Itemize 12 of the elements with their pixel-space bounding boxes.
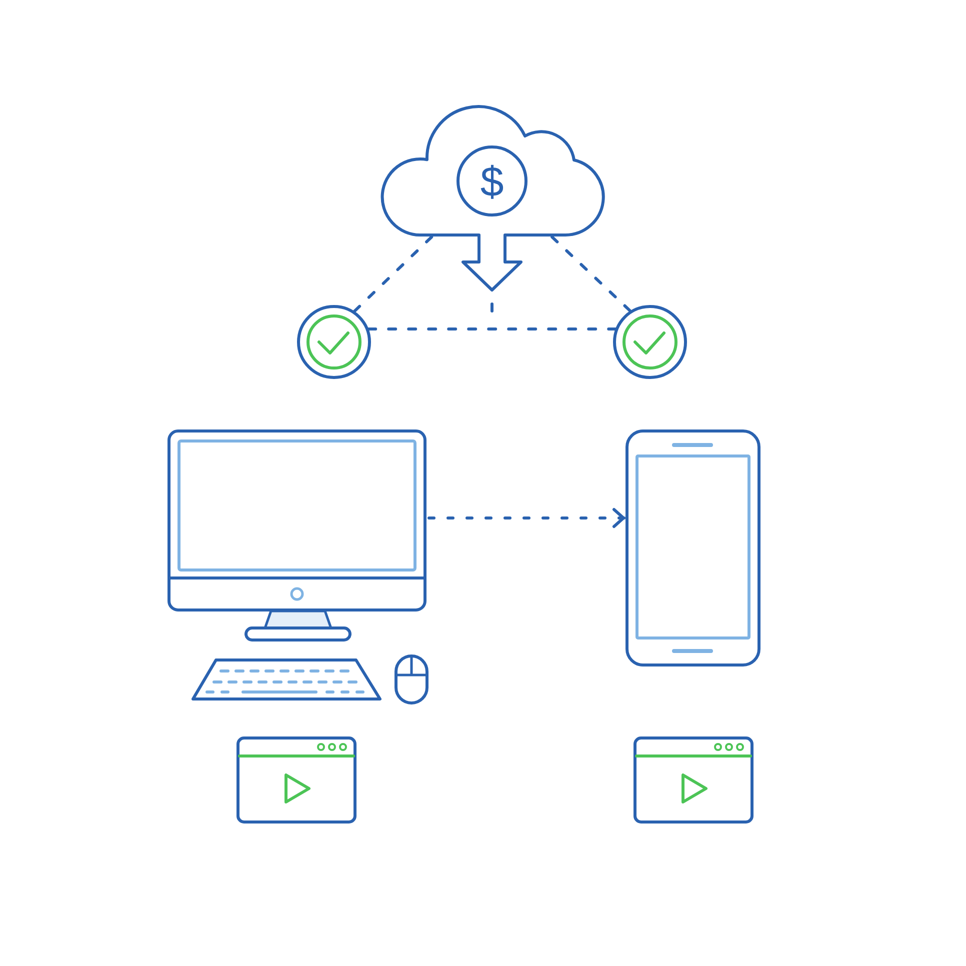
video-player-icon	[236, 736, 357, 824]
video-player-icon	[633, 736, 754, 824]
desktop-computer	[167, 429, 429, 705]
dollar-sign: $	[480, 161, 504, 203]
cloud-download-icon	[380, 105, 606, 293]
check-circle-icon	[297, 305, 371, 379]
dashed-line	[367, 302, 617, 330]
dashed-line	[353, 236, 434, 313]
smartphone	[625, 429, 761, 667]
dashed-line	[550, 236, 632, 312]
check-circle-icon	[613, 305, 687, 379]
dashed-arrow	[428, 508, 626, 528]
